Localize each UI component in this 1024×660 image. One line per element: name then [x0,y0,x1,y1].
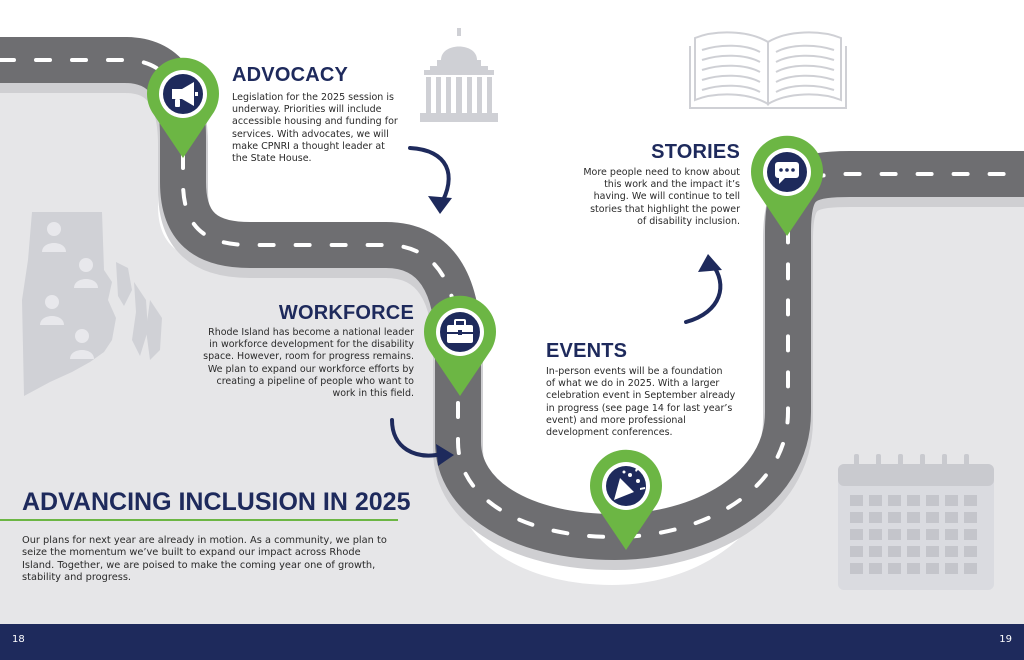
advocacy-map-pin [147,57,219,158]
curved-arrow-down-icon [408,146,452,214]
capitol-building-icon [420,28,498,122]
advocacy-heading: ADVOCACY [232,64,349,86]
advocacy-body: Legislation for the 2025 session is unde… [232,92,398,165]
people-markers-icon [40,222,98,359]
rhode-island-map-icon [22,212,162,396]
stories-body: More people need to know about this work… [583,167,740,227]
footer-bar: 18 19 [0,624,1024,660]
page-number-right: 19 [999,634,1012,645]
open-book-icon [689,31,847,109]
workforce-body: Rhode Island has become a national leade… [203,327,414,400]
events-body: In-person events will be a foundation of… [546,366,736,439]
curved-arrow-up-icon [684,254,723,324]
page-number-left: 18 [12,634,25,645]
briefcase-icon [447,319,473,343]
workforce-heading: WORKFORCE [278,302,414,324]
calendar-icon [838,454,994,590]
workforce-map-pin [424,295,497,396]
events-map-pin [590,449,662,550]
speech-bubble-icon [775,162,799,184]
road-center-dashes [0,58,1024,540]
events-heading: EVENTS [546,340,628,362]
background-panel [0,88,1024,624]
title-underline [0,519,398,521]
stories-map-pin [750,135,823,236]
page-title: ADVANCING INCLUSION IN 2025 [22,488,411,516]
stories-heading: STORIES [651,141,740,163]
curved-arrow-right-icon [390,418,454,466]
party-popper-icon [614,466,645,500]
intro-paragraph: Our plans for next year are already in m… [22,535,387,584]
megaphone-icon [172,82,198,107]
